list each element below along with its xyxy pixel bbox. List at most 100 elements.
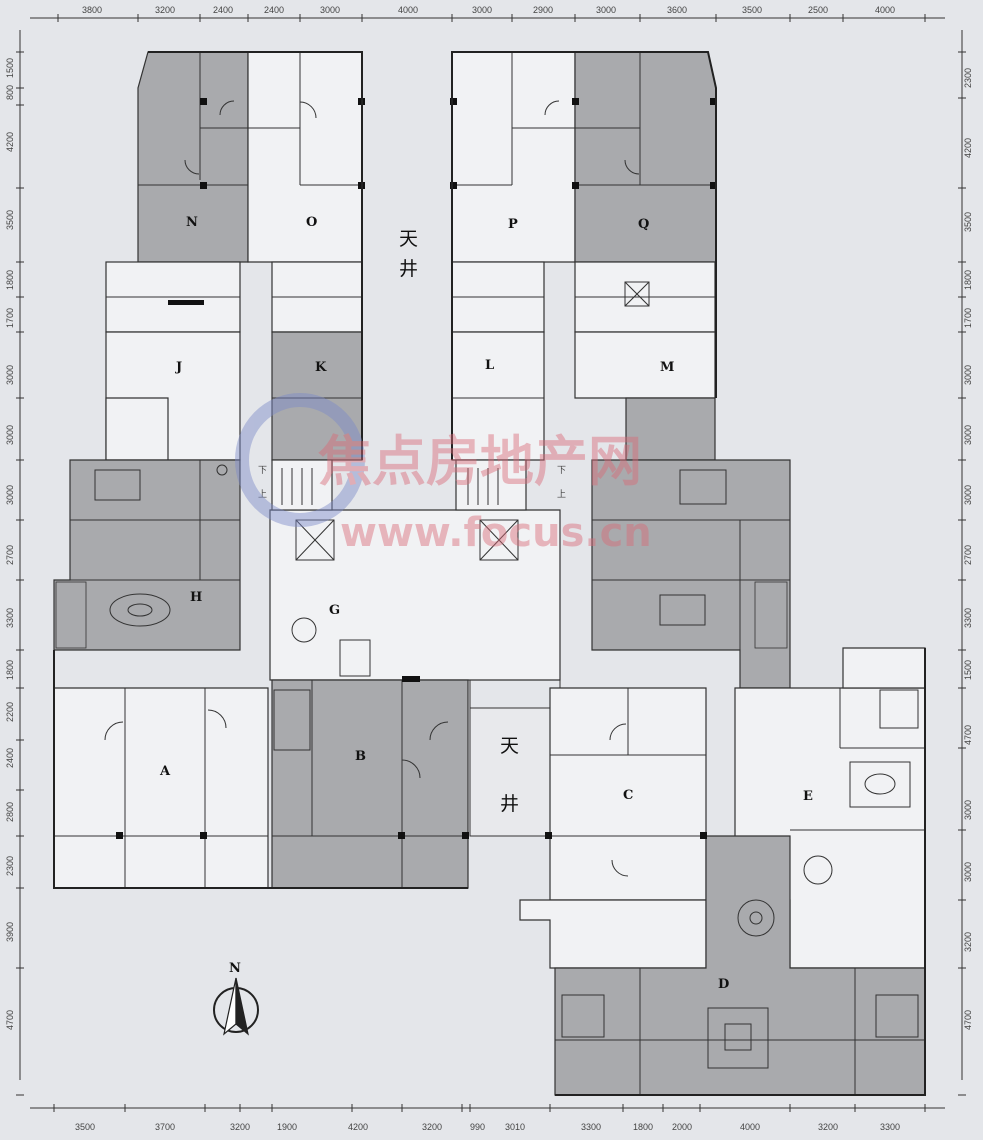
dim-left-9: 3000 xyxy=(5,485,15,505)
label-unit-b: B xyxy=(355,749,366,764)
bottom-dimensions: 3500 3700 3200 1900 4200 3200 990 3010 3… xyxy=(75,1122,900,1132)
dim-top-8: 2900 xyxy=(533,5,553,15)
label-unit-e: E xyxy=(803,789,813,804)
dim-right-12: 4700 xyxy=(963,725,973,745)
dim-bottom-1: 3500 xyxy=(75,1122,95,1132)
dim-bottom-7: 990 xyxy=(470,1122,485,1132)
dim-bottom-12: 4000 xyxy=(740,1122,760,1132)
dim-left-12: 1800 xyxy=(5,660,15,680)
dim-right-3: 3500 xyxy=(963,212,973,232)
dim-top-10: 3600 xyxy=(667,5,687,15)
label-unit-p: P xyxy=(508,217,518,232)
dim-right-8: 3000 xyxy=(963,485,973,505)
dim-bottom-5: 4200 xyxy=(348,1122,368,1132)
dim-bottom-10: 1800 xyxy=(633,1122,653,1132)
dim-left-5: 1800 xyxy=(5,270,15,290)
dim-left-14: 2400 xyxy=(5,748,15,768)
dim-bottom-6: 3200 xyxy=(422,1122,442,1132)
dim-top-2: 3200 xyxy=(155,5,175,15)
stair-hall: 下 上 下 上 xyxy=(258,459,566,511)
stair-mark-2: 上 xyxy=(258,489,267,499)
unit-h xyxy=(53,459,241,651)
dim-right-15: 3200 xyxy=(963,932,973,952)
courtyard-upper xyxy=(364,52,450,460)
dim-left-2: 800 xyxy=(5,85,15,100)
north-label: N xyxy=(229,961,241,976)
dim-top-5: 3000 xyxy=(320,5,340,15)
unit-b xyxy=(271,679,469,889)
label-unit-q: Q xyxy=(638,217,649,232)
top-dimensions: 3800 3200 2400 2400 3000 4000 3000 2900 … xyxy=(82,5,895,15)
dim-top-9: 3000 xyxy=(596,5,616,15)
dim-right-2: 4200 xyxy=(963,138,973,158)
unit-a xyxy=(53,687,269,889)
dim-bottom-2: 3700 xyxy=(155,1122,175,1132)
unit-right-shaded xyxy=(591,459,791,689)
north-arrow-icon xyxy=(223,977,237,1036)
courtyard-upper-label-1: 天 xyxy=(399,228,418,250)
dim-left-3: 4200 xyxy=(5,132,15,152)
dim-left-10: 2700 xyxy=(5,545,15,565)
dim-right-13: 3000 xyxy=(963,800,973,820)
dim-top-3: 2400 xyxy=(213,5,233,15)
dim-bottom-14: 3300 xyxy=(880,1122,900,1132)
dim-bottom-8: 3010 xyxy=(505,1122,525,1132)
unit-k xyxy=(271,331,363,461)
dim-left-11: 3300 xyxy=(5,608,15,628)
courtyard-lower xyxy=(469,707,551,837)
dim-right-9: 2700 xyxy=(963,545,973,565)
dim-left-13: 2200 xyxy=(5,702,15,722)
dim-bottom-11: 2000 xyxy=(672,1122,692,1132)
dim-top-13: 4000 xyxy=(875,5,895,15)
label-unit-c: C xyxy=(623,788,633,803)
watermark-text: 焦点房地产网 xyxy=(318,430,642,493)
unit-m xyxy=(574,331,716,461)
dim-top-12: 2500 xyxy=(808,5,828,15)
unit-labels: N O P Q J K L M H G A B C E D xyxy=(159,215,813,992)
courtyard-lower-label-1: 天 xyxy=(500,735,519,757)
dimension-lines xyxy=(16,14,966,1112)
dim-left-6: 1700 xyxy=(5,308,15,328)
label-unit-j: J xyxy=(175,360,182,375)
watermark: 焦点房地产网 www.focus.cn xyxy=(235,393,652,556)
dim-bottom-3: 3200 xyxy=(230,1122,250,1132)
left-dimensions: 1500 800 4200 3500 1800 1700 3000 3000 3… xyxy=(5,58,15,1030)
dim-top-7: 3000 xyxy=(472,5,492,15)
dim-top-4: 2400 xyxy=(264,5,284,15)
label-unit-k: K xyxy=(315,360,327,375)
label-unit-h: H xyxy=(190,590,202,605)
stair-mark-3: 下 xyxy=(557,465,566,475)
stair-mark-4: 上 xyxy=(557,489,566,499)
label-unit-g: G xyxy=(329,603,340,618)
dim-left-7: 3000 xyxy=(5,365,15,385)
dim-bottom-9: 3300 xyxy=(581,1122,601,1132)
dim-right-16: 4700 xyxy=(963,1010,973,1030)
dim-left-18: 4700 xyxy=(5,1010,15,1030)
dim-left-1: 1500 xyxy=(5,58,15,78)
dim-bottom-4: 1900 xyxy=(277,1122,297,1132)
dim-right-10: 3300 xyxy=(963,608,973,628)
dim-right-14: 3000 xyxy=(963,862,973,882)
dim-right-6: 3000 xyxy=(963,365,973,385)
label-unit-l: L xyxy=(485,358,494,373)
courtyard-upper-label-2: 井 xyxy=(399,258,418,280)
dim-right-1: 2300 xyxy=(963,68,973,88)
right-dimensions: 2300 4200 3500 1800 1700 3000 3000 3000 … xyxy=(963,68,973,1030)
label-unit-n: N xyxy=(186,215,198,230)
north-arrow: N xyxy=(213,961,259,1036)
label-unit-a: A xyxy=(159,764,171,779)
unit-n xyxy=(137,51,249,263)
unit-c xyxy=(519,687,707,969)
dim-left-17: 3900 xyxy=(5,922,15,942)
dim-left-16: 2300 xyxy=(5,856,15,876)
courtyard-lower-label-2: 井 xyxy=(500,793,519,815)
label-unit-o: O xyxy=(306,215,317,230)
unit-j xyxy=(105,331,241,461)
dim-top-6: 4000 xyxy=(398,5,418,15)
dim-right-7: 3000 xyxy=(963,425,973,445)
bathroom-band xyxy=(105,261,716,333)
dim-bottom-13: 3200 xyxy=(818,1122,838,1132)
unit-l xyxy=(451,331,545,461)
watermark-url: www.focus.cn xyxy=(340,510,652,556)
